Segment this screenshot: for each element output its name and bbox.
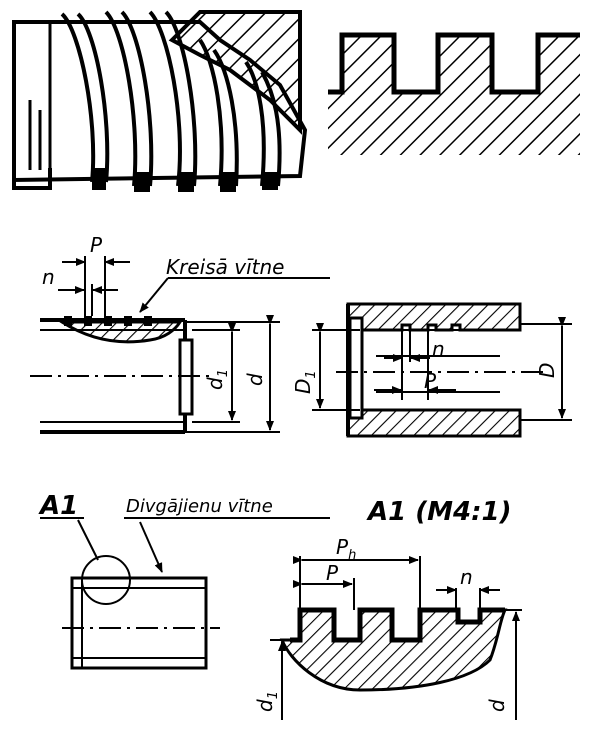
label-detail-title: A1 (M4:1)	[366, 497, 511, 527]
label-detail-n: n	[460, 565, 473, 589]
detail-a1-enlarged	[270, 556, 522, 720]
label-detail-d: d	[485, 699, 509, 712]
label-d1-shaft: d1	[203, 369, 231, 390]
square-thread-profile	[328, 32, 580, 155]
left-thread-shaft	[30, 256, 330, 434]
label-D1-nut: D1	[291, 370, 319, 394]
label-d-shaft: d	[243, 373, 267, 386]
label-n-shaft: n	[42, 265, 55, 289]
double-start-shaft	[40, 517, 330, 670]
label-n-nut: n	[432, 337, 445, 361]
label-double-start: Divgājienu vītne	[126, 496, 273, 517]
label-detail-marker: A1	[38, 491, 78, 521]
threaded-rod-perspective	[12, 10, 308, 192]
label-detail-d1: d1	[253, 691, 281, 712]
label-detail-pitch: P	[326, 561, 339, 585]
label-left-thread: Kreisā vītne	[166, 255, 284, 279]
internal-thread-nut	[312, 302, 572, 438]
label-D-nut: D	[535, 363, 559, 378]
detail-circle	[81, 555, 131, 605]
label-lead: Ph	[336, 535, 356, 563]
label-pitch-shaft: P	[90, 233, 103, 257]
label-P-nut: P	[424, 369, 437, 393]
